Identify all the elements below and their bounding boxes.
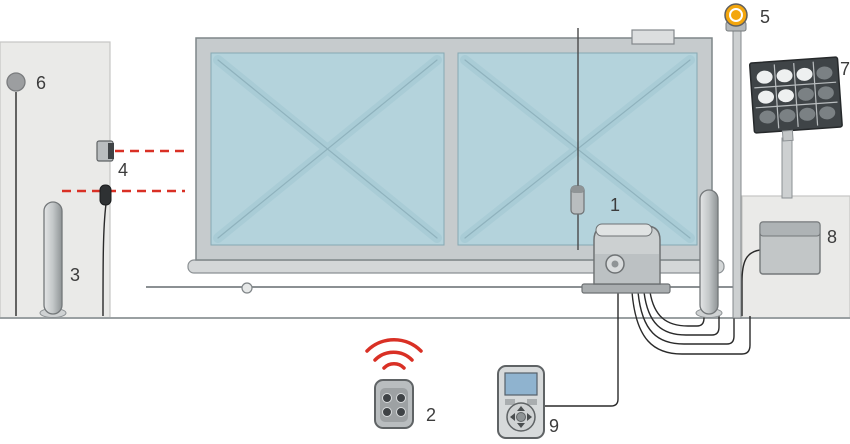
cables xyxy=(15,92,761,407)
remote-buttons xyxy=(382,393,406,417)
solar-panel-grid xyxy=(754,61,838,129)
remote-control xyxy=(365,337,423,429)
nav-pad-arrows xyxy=(510,406,532,428)
label-gate-drive: 1 xyxy=(610,195,620,215)
cable-from-photocell xyxy=(102,203,107,317)
cable-to-post xyxy=(649,291,705,327)
solar-panel xyxy=(748,56,843,142)
gate-roller xyxy=(241,282,253,294)
wall-photocell-lower xyxy=(99,184,112,206)
wall-photocell-upper xyxy=(96,140,114,162)
lamp-pole xyxy=(732,29,742,319)
cable-to-right-wall xyxy=(631,291,751,355)
label-programming-unit: 9 xyxy=(549,416,559,436)
label-wall-photocells: 4 xyxy=(118,160,128,180)
solar-panel-cells xyxy=(756,66,836,124)
label-solar-panel: 7 xyxy=(840,59,850,79)
radio-waves-icon xyxy=(365,337,423,370)
signal-lamp xyxy=(724,3,748,32)
label-signal-lamp: 5 xyxy=(760,7,770,27)
photocell-post-right xyxy=(695,189,723,318)
control-box xyxy=(759,221,821,275)
gate-brace-left xyxy=(213,55,442,243)
photocell-beams xyxy=(62,149,190,193)
edge-sensor xyxy=(570,185,585,215)
cable-to-wall xyxy=(643,291,720,336)
label-photocell-post: 3 xyxy=(70,265,80,285)
gate-limit-bracket xyxy=(631,29,675,45)
cable-to-programming-unit xyxy=(545,292,619,407)
photocell-post-left xyxy=(39,201,67,318)
label-control-box: 8 xyxy=(827,227,837,247)
signal-lamp-lens xyxy=(724,3,748,27)
solar-panel-support xyxy=(781,137,793,199)
gate-drive-motor xyxy=(581,223,671,294)
cable-from-control-box xyxy=(741,249,761,316)
key-button xyxy=(6,72,26,92)
programming-unit xyxy=(497,365,545,439)
labels: 1 2 3 4 5 6 7 8 9 xyxy=(36,7,850,436)
label-key-button: 6 xyxy=(36,73,46,93)
label-remote-control: 2 xyxy=(426,405,436,425)
programming-unit-screen xyxy=(504,372,538,396)
cable-to-lamp-pole xyxy=(637,291,735,345)
